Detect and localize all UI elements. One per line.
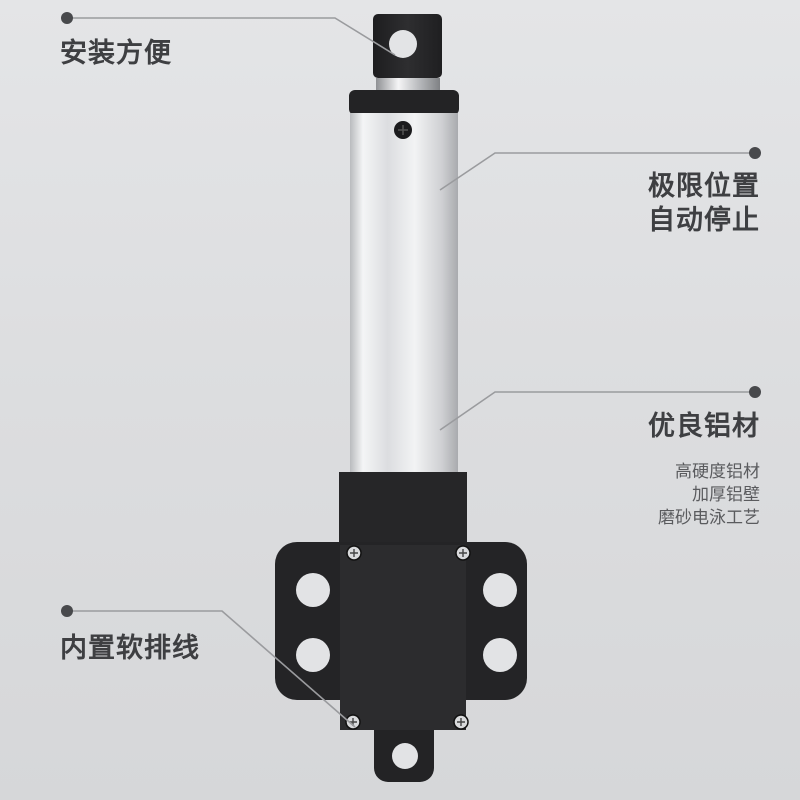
- detail-line: 高硬度铝材: [675, 462, 760, 482]
- motor-housing: [340, 545, 466, 730]
- rod-end-clevis: [373, 14, 442, 96]
- aluminum-tube: [350, 113, 458, 488]
- top-cap: [349, 90, 459, 115]
- detail-line: 磨砂电泳工艺: [658, 508, 760, 528]
- detail-line: 加厚铝壁: [692, 485, 760, 505]
- motor-housing-top: [339, 472, 467, 542]
- callout-line-2: 自动停止: [648, 205, 760, 236]
- callout-details-aluminum: 高硬度铝材 加厚铝壁 磨砂电泳工艺: [658, 461, 760, 530]
